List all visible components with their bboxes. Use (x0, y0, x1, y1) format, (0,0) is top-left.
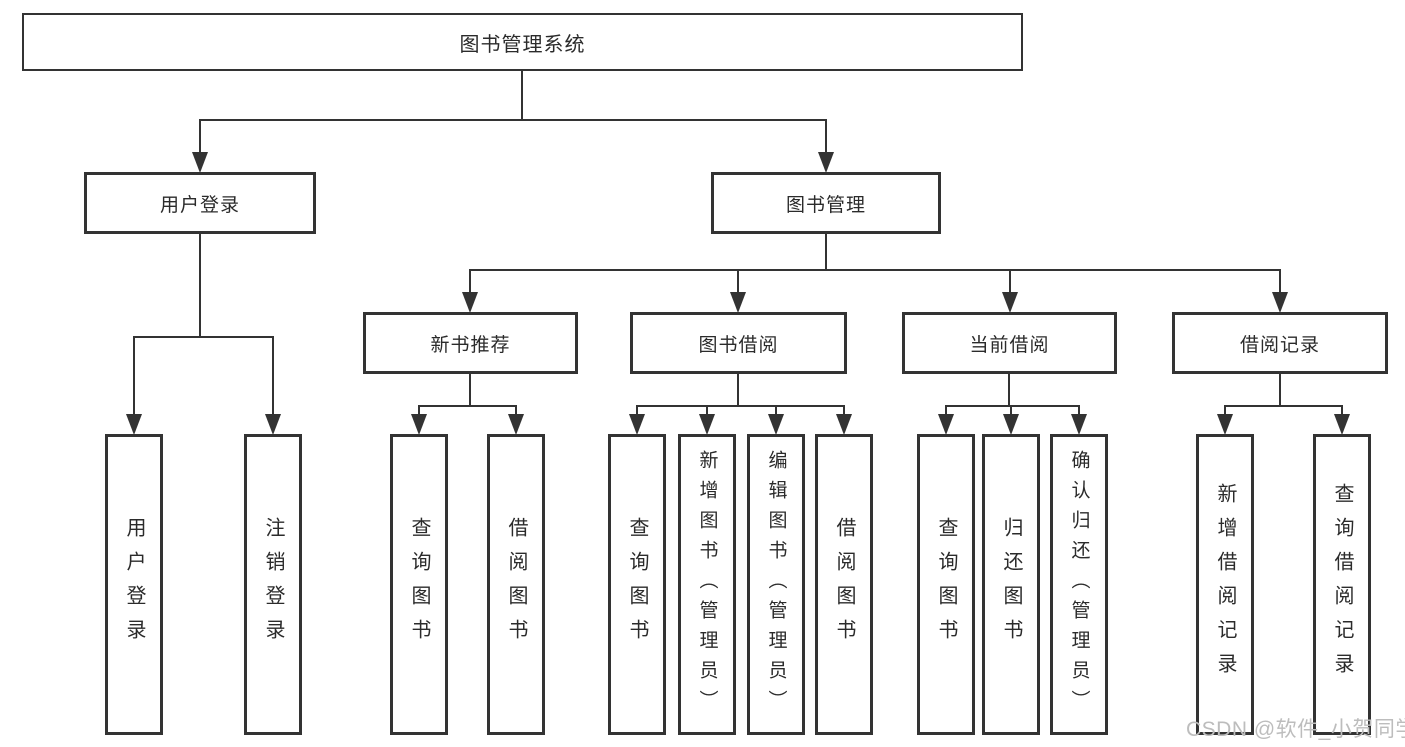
connector-line (1009, 269, 1011, 294)
connector-line (469, 373, 471, 406)
connector-line (199, 233, 201, 338)
arrow-down-icon (938, 414, 954, 435)
node-borrowing-records: 借阅记录 (1172, 312, 1388, 374)
leaf-add-books-admin: 新增图书（管理员） (678, 434, 736, 735)
leaf-query-borrow-record: 查询借阅记录 (1313, 434, 1371, 735)
arrow-down-icon (508, 414, 524, 435)
node-label: 图书管理系统 (459, 33, 586, 56)
node-label: 新增借阅记录 (1214, 482, 1236, 687)
node-book-borrowing: 图书借阅 (630, 312, 847, 374)
arrow-down-icon (730, 292, 746, 313)
node-label: 图书管理 (785, 194, 866, 216)
node-label: 借阅图书 (833, 516, 855, 653)
connector-line (775, 405, 777, 416)
node-label: 查询借阅记录 (1331, 482, 1353, 687)
node-label: 借阅记录 (1239, 334, 1320, 356)
node-label: 确认归还（管理员） (1068, 449, 1090, 720)
connector-line (636, 405, 638, 416)
arrow-down-icon (1071, 414, 1087, 435)
arrow-down-icon (768, 414, 784, 435)
arrow-down-icon (192, 152, 208, 173)
node-label: 查询图书 (626, 516, 648, 653)
node-label: 查询图书 (408, 516, 430, 653)
connector-line (515, 405, 517, 416)
arrow-down-icon (629, 414, 645, 435)
connector-line (521, 70, 523, 120)
leaf-query-books: 查询图书 (608, 434, 666, 735)
arrow-down-icon (1217, 414, 1233, 435)
node-label: 注销登录 (262, 516, 284, 653)
connector-line (843, 405, 845, 416)
leaf-edit-books-admin: 编辑图书（管理员） (747, 434, 805, 735)
arrow-down-icon (1334, 414, 1350, 435)
node-current-borrowing: 当前借阅 (902, 312, 1117, 374)
arrow-down-icon (411, 414, 427, 435)
connector-line (1341, 405, 1343, 416)
arrow-down-icon (462, 292, 478, 313)
connector-line (945, 405, 1080, 407)
connector-line (737, 373, 739, 406)
leaf-return-books: 归还图书 (982, 434, 1040, 735)
connector-line (1279, 269, 1281, 294)
node-label: 图书借阅 (698, 334, 779, 356)
connector-line (706, 405, 708, 416)
connector-line (199, 119, 201, 154)
connector-line (469, 269, 1281, 271)
arrow-down-icon (699, 414, 715, 435)
node-book-management: 图书管理 (711, 172, 941, 234)
connector-line (1224, 405, 1226, 416)
node-user-login: 用户登录 (84, 172, 316, 234)
node-label: 借阅图书 (505, 516, 527, 653)
node-label: 编辑图书（管理员） (765, 449, 787, 720)
leaf-add-borrow-record: 新增借阅记录 (1196, 434, 1254, 735)
leaf-confirm-return-admin: 确认归还（管理员） (1050, 434, 1108, 735)
leaf-logout: 注销登录 (244, 434, 302, 735)
arrow-down-icon (126, 414, 142, 435)
arrow-down-icon (1003, 414, 1019, 435)
leaf-query-books: 查询图书 (390, 434, 448, 735)
connector-line (272, 336, 274, 416)
node-library-management-system: 图书管理系统 (22, 13, 1023, 71)
connector-line (1078, 405, 1080, 416)
arrow-down-icon (836, 414, 852, 435)
node-label: 当前借阅 (969, 334, 1050, 356)
node-label: 用户登录 (123, 516, 145, 653)
connector-line (1224, 405, 1343, 407)
arrow-down-icon (818, 152, 834, 173)
connector-line (133, 336, 274, 338)
node-label: 归还图书 (1000, 516, 1022, 653)
leaf-borrow-books: 借阅图书 (487, 434, 545, 735)
connector-line (418, 405, 420, 416)
csdn-watermark: CSDN @软件_小贺同学 (1186, 718, 1405, 741)
arrow-down-icon (1002, 292, 1018, 313)
connector-line (133, 336, 135, 416)
node-label: 新增图书（管理员） (696, 449, 718, 720)
connector-line (636, 405, 845, 407)
node-label: 新书推荐 (430, 334, 511, 356)
leaf-borrow-books: 借阅图书 (815, 434, 873, 735)
connector-line (469, 269, 471, 294)
leaf-user-login: 用户登录 (105, 434, 163, 735)
connector-line (825, 233, 827, 270)
connector-line (1279, 373, 1281, 406)
connector-line (825, 119, 827, 154)
connector-line (199, 119, 827, 121)
node-label: 用户登录 (159, 194, 240, 216)
connector-line (1010, 405, 1012, 416)
node-label: 查询图书 (935, 516, 957, 653)
leaf-query-books: 查询图书 (917, 434, 975, 735)
connector-line (737, 269, 739, 294)
node-new-book-recommendation: 新书推荐 (363, 312, 578, 374)
connector-line (418, 405, 517, 407)
connector-line (1008, 373, 1010, 406)
connector-line (945, 405, 947, 416)
arrow-down-icon (265, 414, 281, 435)
arrow-down-icon (1272, 292, 1288, 313)
